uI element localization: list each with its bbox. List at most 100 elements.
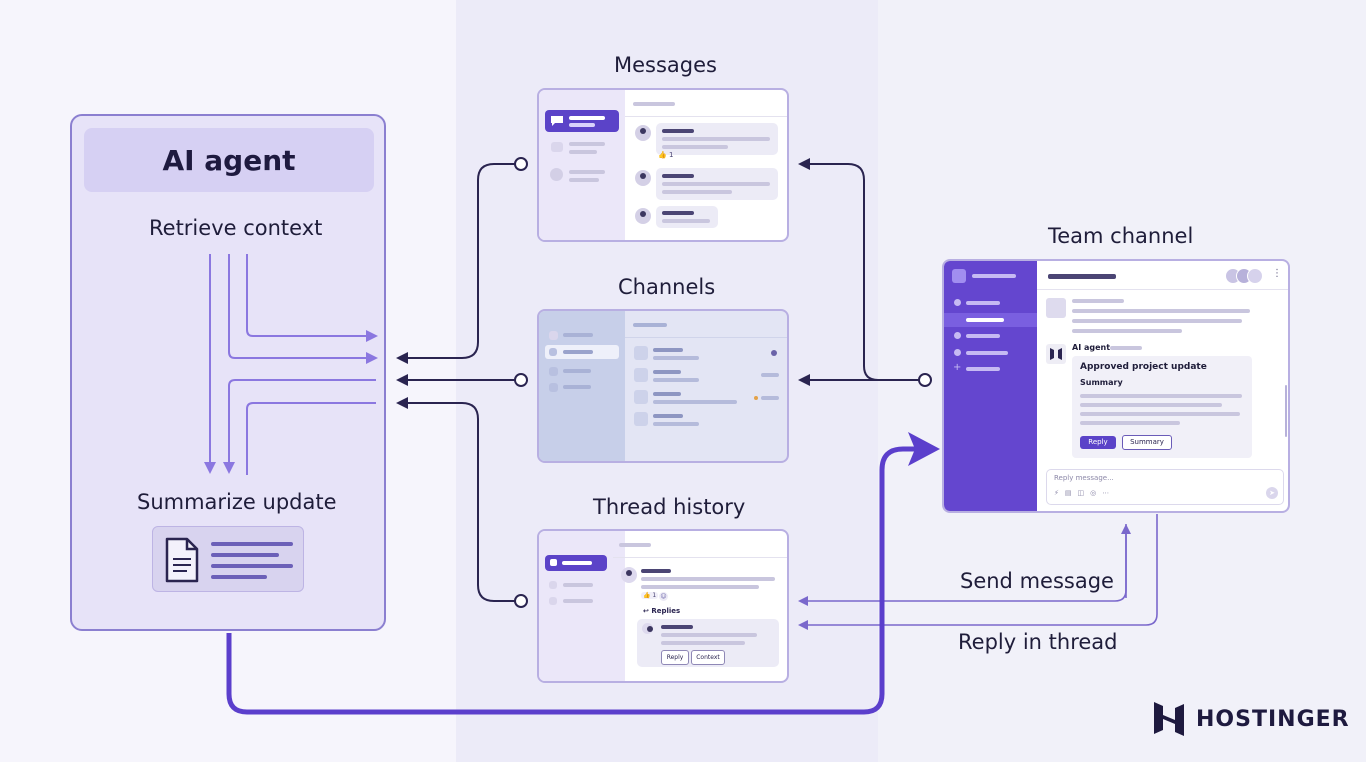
row-line — [653, 414, 683, 418]
sender-line — [662, 129, 694, 133]
channel-row-icon — [634, 390, 648, 404]
unread-dot — [771, 350, 777, 356]
nav-text-line — [562, 561, 592, 565]
messages-window: 👍 1 — [537, 88, 789, 242]
channel-icon — [549, 367, 558, 376]
brand-name: HOSTINGER — [1196, 706, 1350, 732]
source-connectors — [396, 158, 925, 602]
arrow-retrieve-1 — [246, 254, 378, 342]
agent-title-box: AI agent — [84, 128, 374, 192]
replies-row: ↩ Replies — [643, 607, 680, 615]
messages-label: Messages — [614, 53, 717, 77]
nav-icon — [549, 597, 557, 605]
update-card-title: Approved project update — [1080, 362, 1207, 372]
agent-internal-arrows — [204, 254, 378, 475]
message-bubble — [656, 123, 778, 155]
doc-line — [211, 542, 293, 546]
channel-icon — [549, 331, 558, 340]
row-line — [653, 422, 699, 426]
sender-line — [662, 211, 694, 215]
member-avatar — [1247, 268, 1263, 284]
nav-text-line — [563, 350, 593, 354]
nav-dot — [954, 349, 961, 356]
channel-row-icon — [634, 368, 648, 382]
divider — [625, 116, 787, 117]
team-sidebar: + — [944, 261, 1037, 511]
update-card-subtitle: Summary — [1080, 378, 1123, 387]
row-meta-line — [761, 396, 779, 400]
arrow-summarize-1 — [223, 379, 376, 474]
header-line — [633, 323, 667, 327]
reply-arrow-icon: ↩ — [643, 607, 649, 615]
row-line — [653, 348, 683, 352]
message-line — [641, 577, 775, 581]
agent-title: AI agent — [162, 143, 296, 177]
avatar — [1046, 298, 1066, 318]
avatar — [635, 125, 651, 141]
channel-row-icon — [634, 346, 648, 360]
nav-text-line — [569, 123, 595, 127]
divider — [625, 337, 787, 338]
nav-text-line — [563, 385, 591, 389]
doc-line — [211, 553, 279, 557]
nav-text-line — [563, 583, 593, 587]
update-card: Approved project update Summary Reply Su… — [1072, 356, 1252, 458]
card-reply-button[interactable]: Reply — [1080, 436, 1116, 449]
sender-line — [1072, 299, 1124, 303]
thread-history-window: 👍 1 ☺ ↩ Replies Reply Context — [537, 529, 789, 683]
hostinger-logo-icon — [1050, 348, 1062, 360]
row-line — [653, 400, 737, 404]
more-options-icon[interactable]: ⋮ — [1272, 268, 1282, 279]
replies-label: Replies — [651, 607, 681, 615]
context-button[interactable]: Context — [691, 650, 725, 665]
row-line — [653, 378, 699, 382]
connector-node — [514, 373, 528, 387]
card-line — [1080, 394, 1242, 398]
timestamp-line — [1110, 346, 1142, 350]
team-channel-window: + ⋮ AI agent Approved project update Sum… — [942, 259, 1290, 513]
message-line — [662, 145, 728, 149]
message-line — [662, 219, 710, 223]
connector-node — [514, 157, 528, 171]
connector-nodes — [514, 157, 932, 608]
sender-line — [641, 569, 671, 573]
reaction-badge: 👍 1 — [641, 592, 659, 599]
nav-dot — [954, 332, 961, 339]
arrow-summarize-2 — [246, 402, 376, 475]
scrollbar[interactable] — [1285, 385, 1287, 437]
thread-nav-active — [545, 555, 607, 571]
avatar — [621, 567, 637, 583]
reply-button[interactable]: Reply — [661, 650, 689, 665]
workspace-icon — [952, 269, 966, 283]
nav-icon — [549, 581, 557, 589]
divider — [613, 557, 787, 558]
card-summary-button[interactable]: Summary — [1122, 435, 1172, 450]
arrow-retrieve-2 — [228, 254, 378, 364]
ai-agent-panel: AI agent — [70, 114, 386, 631]
nav-text-line — [563, 369, 591, 373]
send-icon[interactable]: ➤ — [1266, 487, 1278, 499]
row-line — [653, 392, 681, 396]
messages-nav-active — [545, 110, 619, 132]
status-dot — [754, 396, 758, 400]
avatar — [635, 208, 651, 224]
reply-in-thread-label: Reply in thread — [958, 630, 1118, 654]
message-line — [662, 137, 770, 141]
composer-tool-icons[interactable]: ⚡▤◫◎⋯ — [1054, 489, 1116, 497]
row-meta-line — [761, 373, 779, 377]
nav-text-line — [966, 367, 1000, 371]
row-line — [653, 356, 699, 360]
channel-icon — [549, 383, 558, 392]
reply-in-thread-flow — [798, 514, 1158, 630]
reply-input[interactable]: Reply message... ⚡▤◫◎⋯ ➤ — [1046, 469, 1284, 505]
nav-active-row — [944, 313, 1037, 327]
message-bubble — [656, 206, 718, 228]
avatar — [642, 623, 653, 634]
message-line — [1072, 309, 1250, 313]
summary-document-card — [152, 526, 304, 592]
agent-name: AI agent — [1072, 343, 1111, 352]
thread-history-label: Thread history — [593, 495, 746, 519]
nav-text-line — [563, 599, 593, 603]
team-to-messages-connector — [798, 158, 925, 381]
add-reaction-icon: ☺ — [659, 592, 668, 601]
